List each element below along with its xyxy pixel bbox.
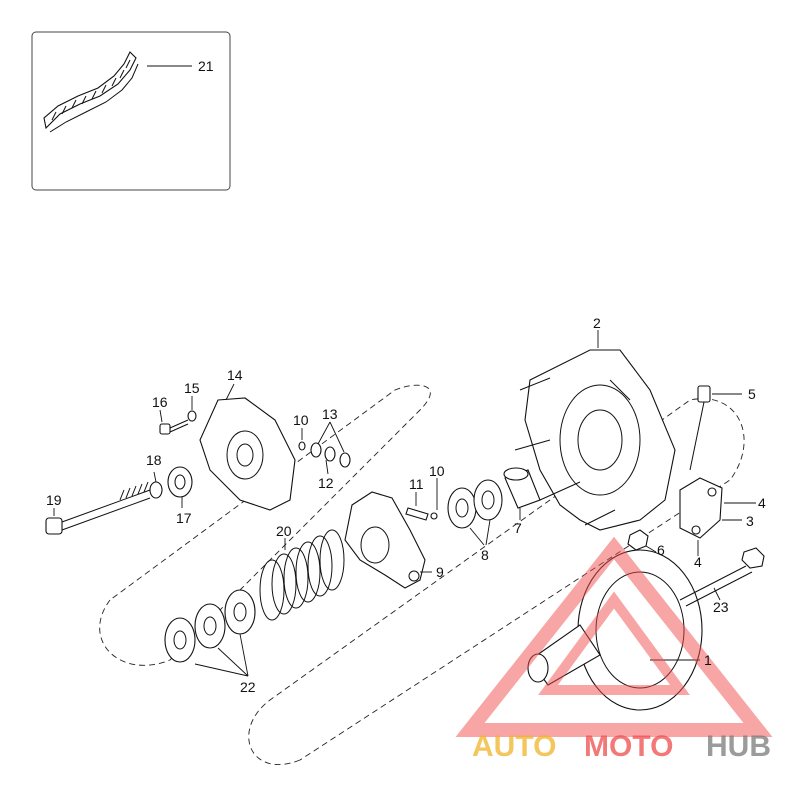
callout-6: 6: [657, 542, 665, 558]
callout-23: 23: [713, 599, 729, 615]
part-2-clutch-housing: [514, 330, 676, 531]
callout-18: 18: [146, 452, 162, 468]
part-22-washers: [164, 589, 256, 677]
part-16-bolt: [159, 396, 197, 435]
callout-21: 21: [198, 58, 214, 74]
part-6-nut: [627, 529, 657, 553]
part-8-washers: [447, 479, 503, 546]
callout-4b: 4: [694, 554, 702, 570]
part-20-spring: [259, 529, 345, 621]
part-14-cover-plate: [199, 383, 296, 511]
callout-17: 17: [176, 510, 192, 526]
callout-2: 2: [593, 315, 601, 331]
watermark-word-moto: MOTO: [584, 730, 673, 763]
callout-19: 19: [46, 492, 62, 508]
part-23-bolt: [679, 547, 765, 607]
callout-labels: 21 2 5 4 3 4 6 7 8 9 10 11 10 13 12 14 1…: [46, 58, 766, 695]
callout-22: 22: [240, 679, 256, 695]
callout-14: 14: [227, 367, 243, 383]
callout-4a: 4: [758, 495, 766, 511]
callout-16: 16: [152, 394, 168, 410]
part-7-bushing: [503, 467, 541, 520]
callout-12: 12: [318, 475, 334, 491]
callout-9: 9: [436, 564, 444, 580]
part-19-long-bolt: [45, 481, 151, 535]
callout-1: 1: [704, 652, 712, 668]
watermark-logo: AUTO MOTO HUB: [455, 536, 773, 763]
part-11-pin: [405, 478, 438, 521]
belt-outline: [99, 384, 745, 766]
callout-7: 7: [514, 520, 522, 536]
watermark-word-auto: AUTO: [472, 730, 556, 763]
callout-20: 20: [276, 523, 292, 539]
part-5-bolt: [689, 385, 742, 471]
part-13-rollers: [298, 421, 351, 475]
callout-11: 11: [409, 476, 424, 492]
callout-8: 8: [481, 547, 489, 563]
callout-13: 13: [322, 406, 338, 422]
callout-10b: 10: [429, 463, 445, 479]
part-17-bushing: [149, 466, 193, 508]
part-3-bracket: [679, 477, 756, 556]
callout-3: 3: [746, 513, 754, 529]
callout-15: 15: [184, 380, 200, 396]
callout-5: 5: [748, 386, 756, 402]
part-9-spider: [344, 491, 432, 589]
belt-inset: [31, 31, 231, 191]
callout-10a: 10: [293, 412, 309, 428]
watermark-word-hub: HUB: [706, 730, 771, 763]
